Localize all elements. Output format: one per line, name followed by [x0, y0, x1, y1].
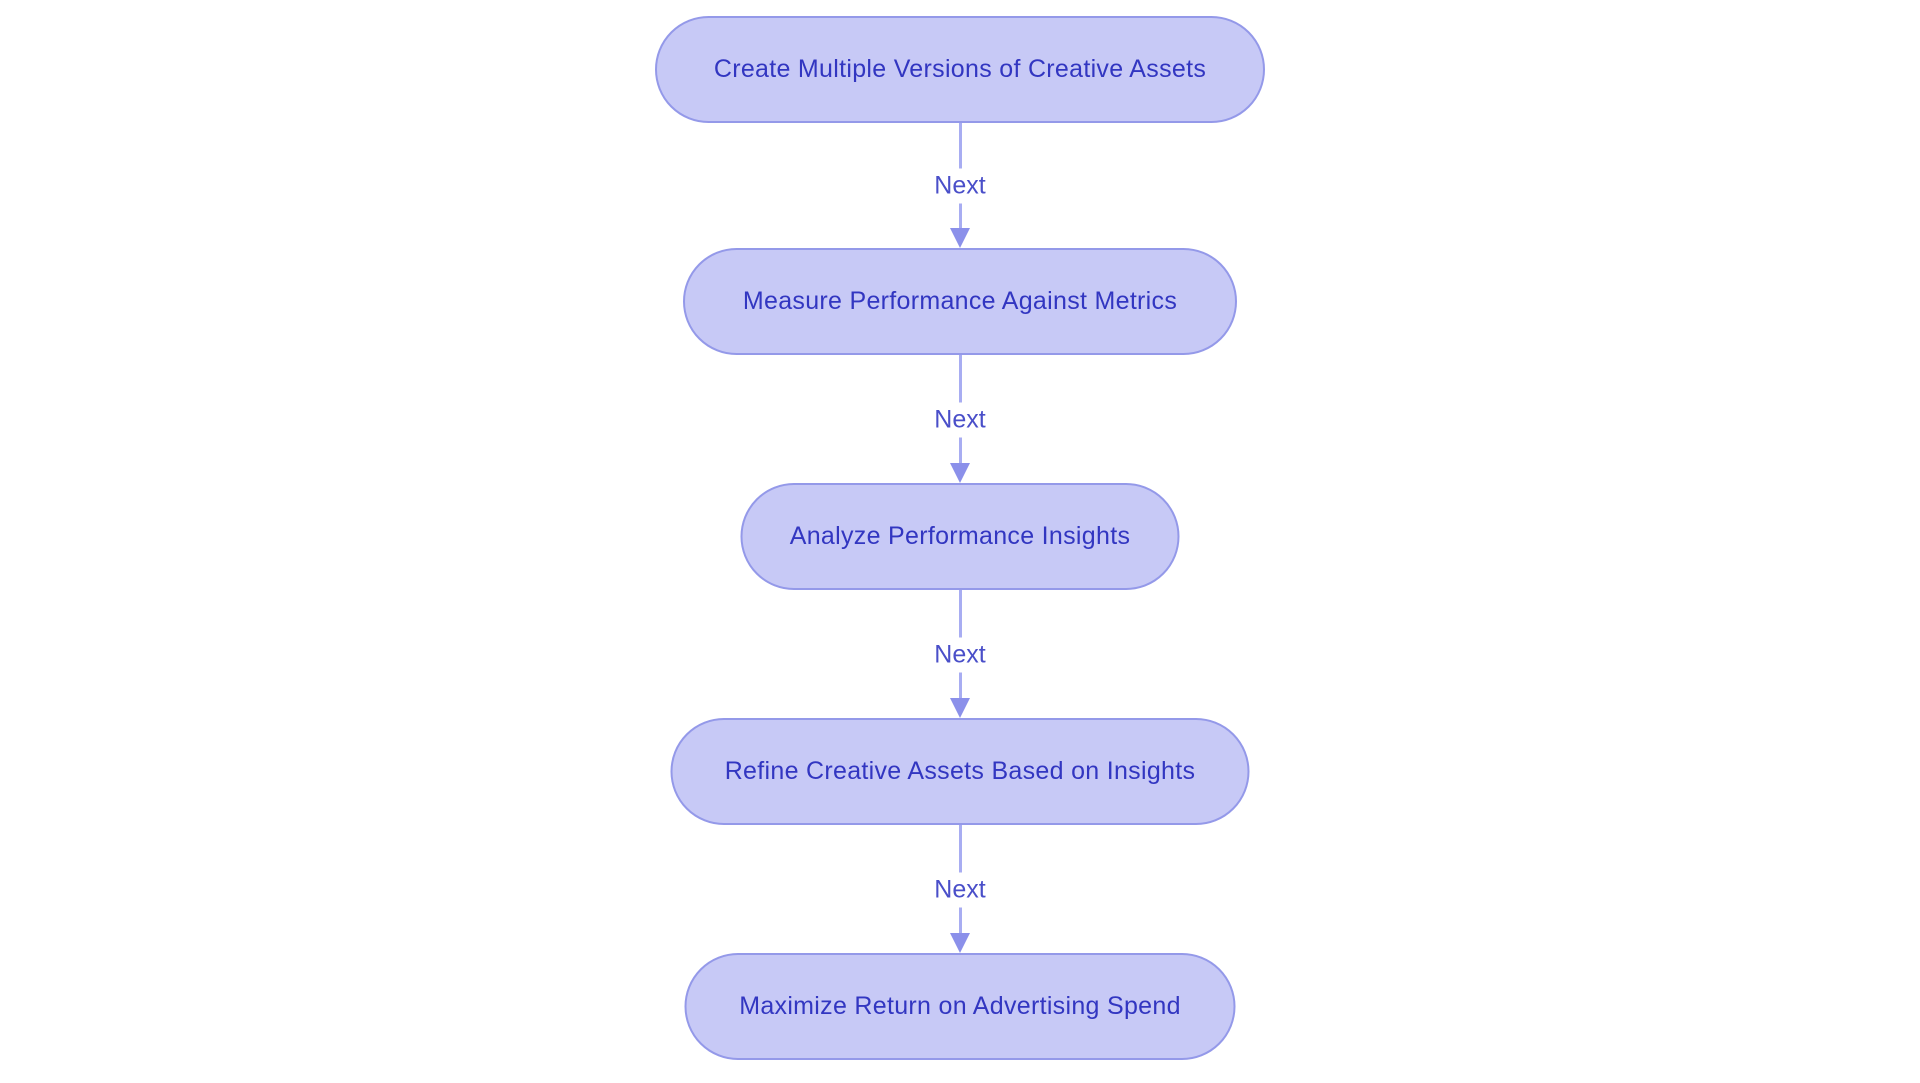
arrow-down-icon [950, 698, 970, 718]
connector-label: Next [925, 402, 995, 438]
flow-node-label: Refine Creative Assets Based on Insights [724, 757, 1196, 785]
flow-node-maximize-roas: Maximize Return on Advertising Spend [684, 953, 1236, 1060]
flow-node-analyze-insights: Analyze Performance Insights [740, 483, 1180, 590]
arrow-down-icon [950, 933, 970, 953]
flow-node-label: Analyze Performance Insights [789, 522, 1131, 550]
arrow-down-icon [950, 228, 970, 248]
arrow-down-icon [950, 463, 970, 483]
connector-label: Next [925, 872, 995, 908]
flow-node-label: Create Multiple Versions of Creative Ass… [713, 55, 1207, 83]
flow-node-create-assets: Create Multiple Versions of Creative Ass… [655, 16, 1265, 123]
connector-label: Next [925, 637, 995, 673]
connector-label: Next [925, 168, 995, 204]
flow-node-refine-assets: Refine Creative Assets Based on Insights [670, 718, 1250, 825]
flow-node-measure-performance: Measure Performance Against Metrics [683, 248, 1237, 355]
flow-node-label: Maximize Return on Advertising Spend [739, 992, 1181, 1020]
flow-node-label: Measure Performance Against Metrics [742, 287, 1178, 315]
